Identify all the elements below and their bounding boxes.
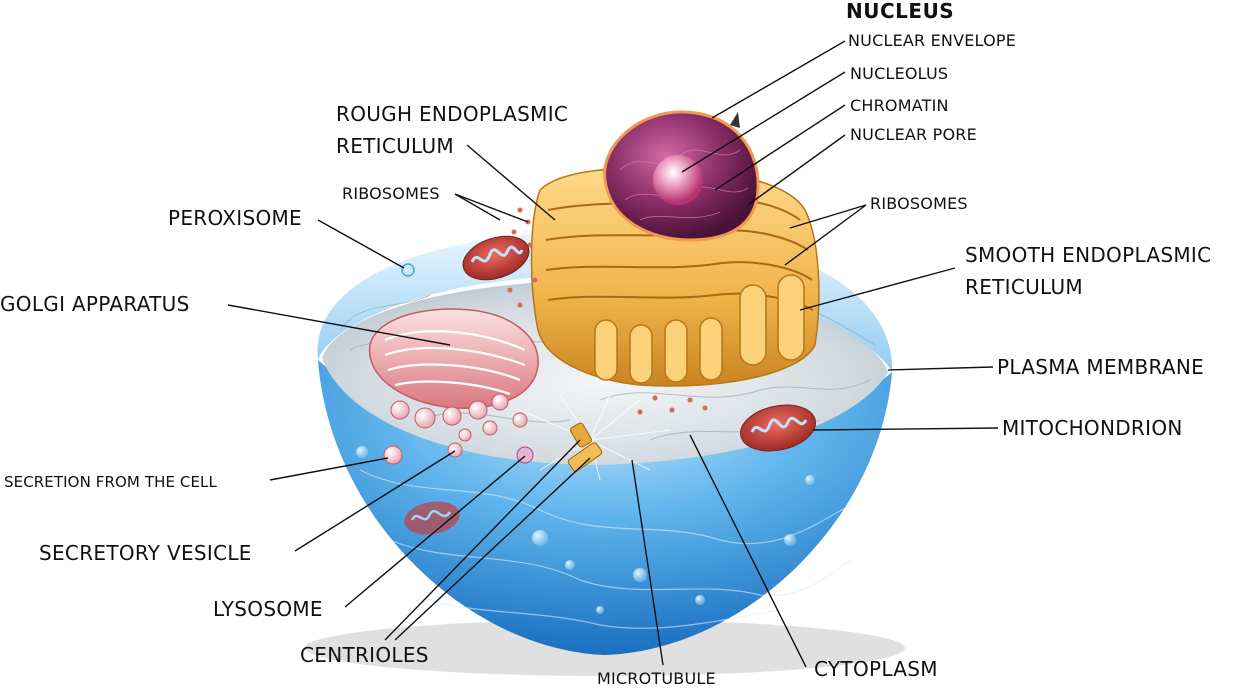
- centrioles: [567, 422, 603, 472]
- label-secretory-vesicle: SECRETORY VESICLE: [39, 541, 252, 565]
- label-chromatin: CHROMATIN: [850, 96, 949, 115]
- golgi-apparatus: [369, 308, 539, 442]
- peroxisome: [401, 263, 415, 277]
- label-mitochondrion: MITOCHONDRION: [1002, 416, 1183, 440]
- vesicles: [383, 442, 534, 465]
- label-peroxisome: PEROXISOME: [168, 206, 302, 230]
- label-rough-er-line2: RETICULUM: [336, 134, 454, 158]
- label-smooth-er-line1: SMOOTH ENDOPLASMIC: [965, 243, 1212, 267]
- nucleus: [603, 110, 760, 242]
- label-nuclear-pore: NUCLEAR PORE: [850, 125, 977, 144]
- label-secretion-from-the-cell: SECRETION FROM THE CELL: [4, 473, 217, 491]
- label-ribosomes-right: RIBOSOMES: [870, 194, 968, 213]
- label-microtubule: MICROTUBULE: [597, 669, 716, 688]
- label-smooth-er-line2: RETICULUM: [965, 275, 1083, 299]
- label-centrioles: CENTRIOLES: [300, 643, 429, 667]
- label-lysosome: LYSOSOME: [213, 597, 323, 621]
- label-cytoplasm: CYTOPLASM: [814, 657, 938, 681]
- label-nuclear-envelope: NUCLEAR ENVELOPE: [848, 31, 1017, 50]
- nucleus-heading: NUCLEUS: [846, 0, 955, 23]
- shell-bubbles: [356, 446, 815, 614]
- label-ribosomes-left: RIBOSOMES: [342, 184, 440, 203]
- leader-lines: [227, 40, 999, 668]
- label-plasma-membrane: PLASMA MEMBRANE: [997, 355, 1205, 379]
- label-nucleolus: NUCLEOLUS: [850, 64, 949, 83]
- nucleolus: [653, 155, 703, 205]
- mitochondrion-upper: [462, 235, 530, 281]
- mitochondrion-shell: [404, 501, 460, 535]
- label-golgi-apparatus: GOLGI APPARATUS: [0, 292, 190, 316]
- mitochondrion-lower: [740, 404, 816, 452]
- label-rough-er-line1: ROUGH ENDOPLASMIC: [336, 102, 569, 126]
